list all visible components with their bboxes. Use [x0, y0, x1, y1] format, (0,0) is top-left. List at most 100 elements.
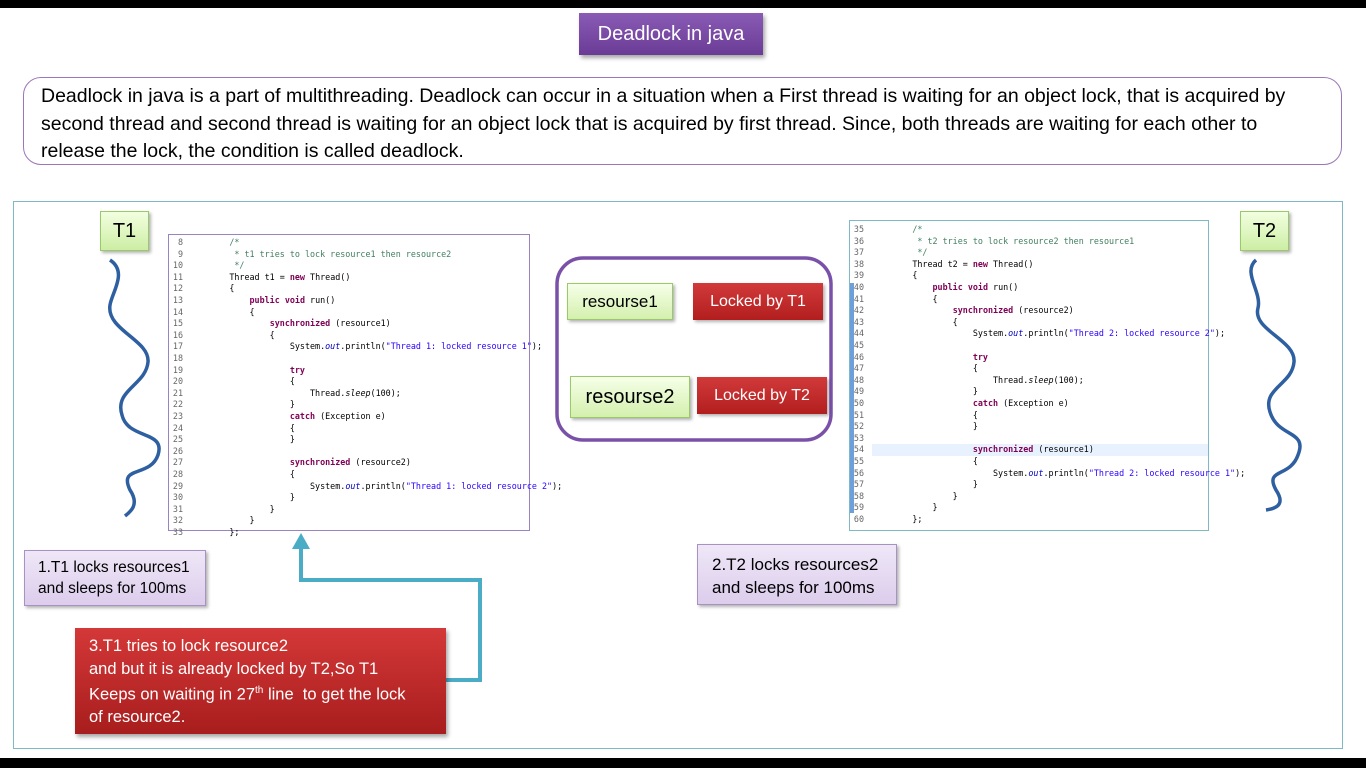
- code-line-number: 29: [172, 480, 183, 491]
- code-line: {: [189, 422, 295, 433]
- code-line: System.out.println("Thread 2: locked res…: [872, 467, 1246, 478]
- code-line-number: 13: [172, 295, 183, 305]
- code-line-number: 54: [853, 444, 864, 455]
- code-line-number: 30: [172, 492, 183, 503]
- code-line-number: 37: [853, 247, 864, 258]
- code-line: synchronized (resource2): [289, 457, 411, 468]
- code-line: {: [189, 283, 235, 294]
- code-line: public void run(): [249, 295, 336, 305]
- code-line: {: [872, 456, 978, 466]
- note-t1-waiting: 3.T1 tries to lock resource2 and but it …: [75, 628, 446, 734]
- code-line-number: 27: [172, 457, 183, 468]
- resource2-name: resourse2: [585, 385, 675, 408]
- thread-t1-wave: [108, 258, 161, 518]
- code-line-number: 56: [853, 467, 864, 478]
- code-line-number: 17: [172, 341, 183, 352]
- code-t1-snippet: 8 /*9 * t1 tries to lock resource1 then …: [168, 234, 562, 537]
- code-line: };: [189, 527, 240, 537]
- code-line: Thread t2 = new Thread(): [872, 258, 1034, 269]
- code-line-number: 24: [172, 422, 183, 433]
- code-line-number: 32: [172, 515, 183, 526]
- code-line-number: 12: [172, 283, 183, 294]
- resource1-name: resourse1: [582, 291, 658, 311]
- note-waiting-line3-sup: th: [255, 685, 264, 696]
- code-line-number: 10: [172, 260, 183, 271]
- code-line-number: 28: [172, 469, 183, 479]
- code-line: Thread t1 = new Thread(): [189, 271, 351, 282]
- code-line: synchronized (resource2): [952, 305, 1074, 316]
- note-t1-line2: and sleeps for 100ms: [38, 580, 187, 597]
- diagram-panel: [13, 201, 1343, 749]
- code-line-number: 8: [177, 237, 183, 247]
- code-line: * t2 tries to lock resource2 then resour…: [872, 235, 1135, 246]
- code-line-number: 49: [853, 386, 864, 397]
- code-line-number: 53: [853, 432, 864, 443]
- slide-title: Deadlock in java: [579, 13, 763, 55]
- note-t1-line1: 1.T1 locks resources1: [38, 559, 190, 576]
- note-waiting-line4: of resource2.: [89, 708, 186, 726]
- code-line-number: 50: [853, 398, 864, 408]
- code-line: {: [189, 329, 275, 340]
- code-line-number: 48: [853, 374, 864, 385]
- code-line: {: [189, 306, 255, 317]
- code-line-number: 31: [172, 503, 183, 514]
- note-waiting-line1: 3.T1 tries to lock resource2: [89, 637, 288, 655]
- code-line: {: [872, 409, 978, 420]
- code-line: }: [189, 515, 255, 526]
- code-line-number: 14: [172, 306, 183, 317]
- code-line: try: [289, 364, 305, 375]
- code-line: */: [872, 247, 928, 258]
- note-waiting-line2: and but it is already locked by T2,So T1: [89, 659, 379, 678]
- code-line: {: [872, 316, 958, 327]
- code-line: }: [189, 492, 295, 503]
- code-line-number: 60: [853, 514, 864, 524]
- code-line: /*: [872, 224, 923, 234]
- code-line: {: [189, 376, 295, 387]
- code-line: }: [189, 434, 295, 445]
- code-line: }: [872, 421, 978, 432]
- note-waiting-line3: Keeps on waiting in 27th line to get the…: [89, 680, 432, 706]
- code-line: catch (Exception e): [289, 411, 386, 421]
- note-t1-locks: 1.T1 locks resources1 and sleeps for 100…: [24, 550, 206, 606]
- code-line-number: 19: [172, 364, 183, 375]
- code-line-number: 35: [853, 224, 864, 234]
- code-line: System.out.println("Thread 1: locked res…: [189, 480, 563, 491]
- code-line-number: 51: [853, 409, 864, 420]
- code-line-number: 45: [853, 340, 864, 350]
- code-line-number: 11: [172, 271, 183, 282]
- code-line: */: [189, 260, 245, 271]
- resource-group-border: [555, 256, 833, 442]
- code-line-number: 58: [853, 490, 864, 501]
- code-line-number: 16: [172, 329, 183, 340]
- code-line: }: [872, 386, 978, 397]
- code-line: {: [189, 469, 295, 479]
- code-line-number: 20: [172, 376, 183, 387]
- code-line: };: [872, 514, 923, 524]
- code-line-highlight: [872, 444, 1208, 456]
- code-line-number: 22: [172, 399, 183, 410]
- resource2-box: resourse2: [570, 376, 690, 418]
- code-line-number: 38: [853, 258, 864, 269]
- code-line-number: 47: [853, 363, 864, 374]
- thread-t2-wave: [1249, 258, 1302, 512]
- note-waiting-line3-post: line to get the lock: [263, 685, 406, 704]
- code-line: }: [872, 490, 958, 501]
- intro-box: Deadlock in java is a part of multithrea…: [23, 77, 1342, 165]
- note-t2-locks: 2.T2 locks resources2 and sleeps for 100…: [697, 544, 897, 605]
- code-line-number: 59: [853, 502, 864, 513]
- code-line: }: [872, 479, 978, 490]
- code-line-number: 52: [853, 421, 864, 432]
- note-waiting-line3-pre: Keeps on waiting in 27: [89, 685, 256, 704]
- code-line: public void run(): [932, 282, 1019, 292]
- code-line-number: 21: [172, 387, 183, 398]
- code-line: Thread.sleep(100);: [189, 387, 401, 398]
- code-line: }: [189, 399, 295, 410]
- editor-change-margin: [850, 283, 854, 513]
- code-line-number: 15: [172, 318, 183, 329]
- intro-text: Deadlock in java is a part of multithrea…: [41, 85, 1286, 162]
- note-t2-line2: and sleeps for 100ms: [712, 578, 875, 597]
- code-line: try: [972, 351, 988, 362]
- thread-t2-label: T2: [1240, 211, 1289, 251]
- resource1-box: resourse1: [567, 283, 673, 320]
- top-black-bar: [0, 0, 1366, 8]
